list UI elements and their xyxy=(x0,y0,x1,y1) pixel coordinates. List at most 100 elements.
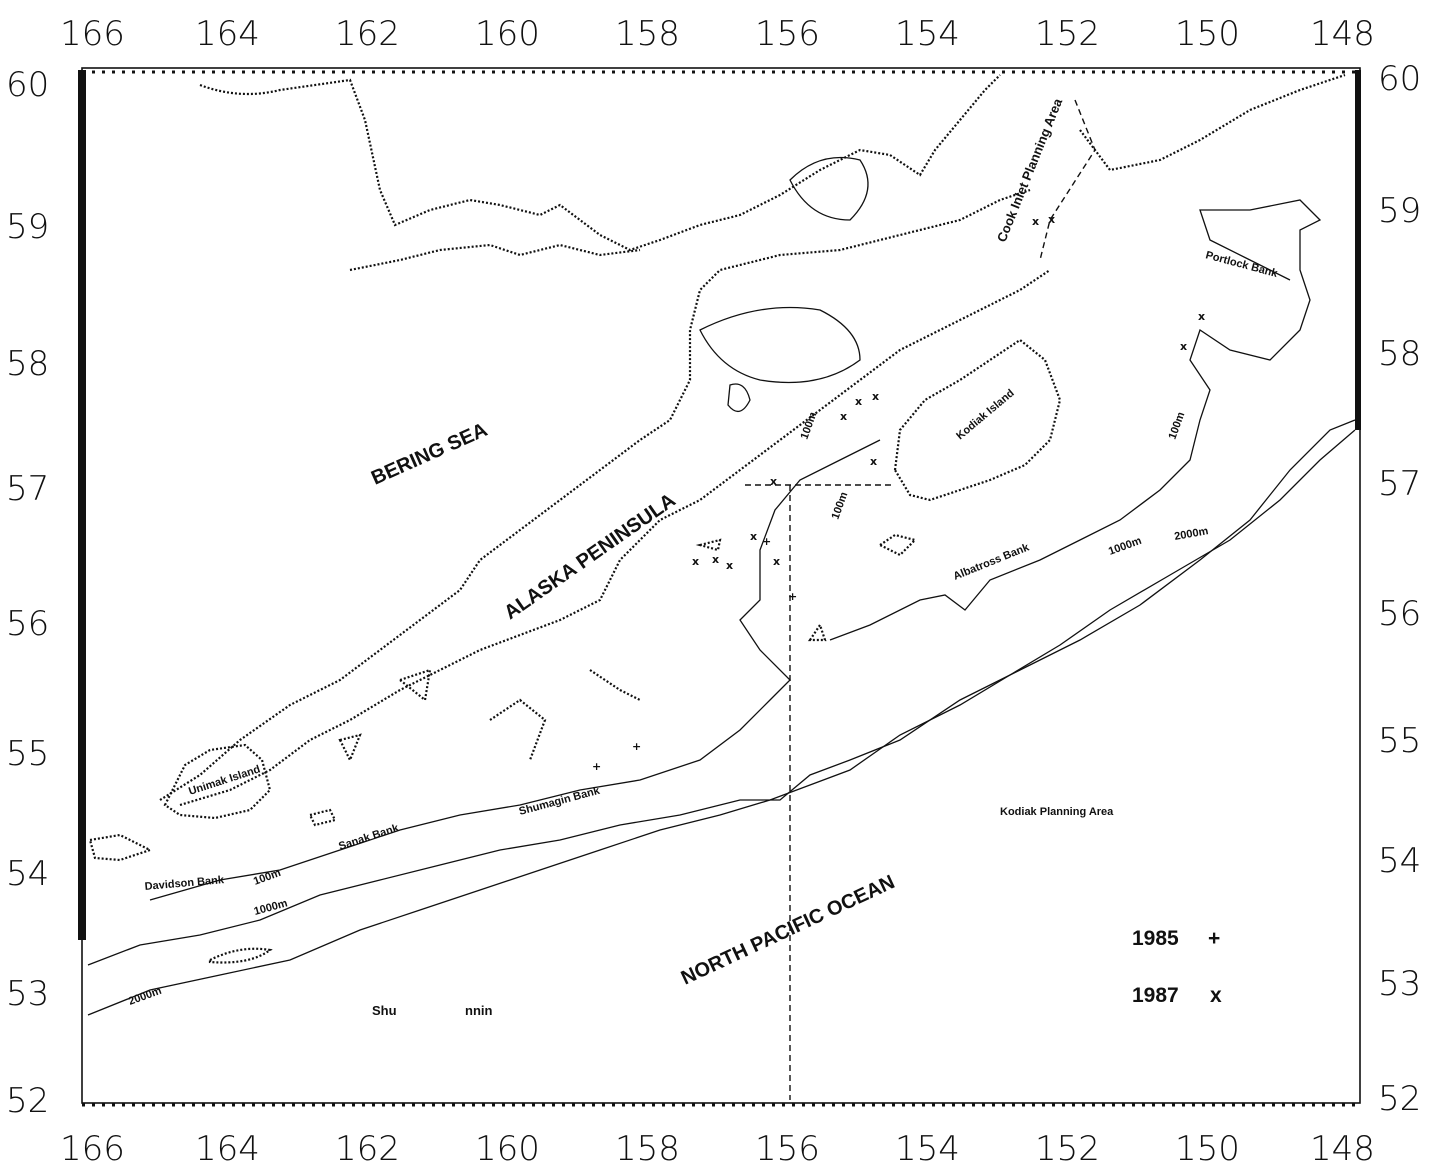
label-portlock-bank: Portlock Bank xyxy=(1204,249,1279,280)
lon-label-top: 152 xyxy=(1035,14,1100,54)
svg-text:x: x xyxy=(855,395,862,408)
lat-label-left: 57 xyxy=(6,469,49,509)
lat-label-right: 59 xyxy=(1378,191,1421,231)
label-alaska-peninsula: ALASKA PENINSULA xyxy=(500,489,679,624)
lon-label-bottom: 150 xyxy=(1175,1129,1240,1169)
contour-label-1000m: 1000m xyxy=(1107,535,1143,558)
svg-text:x: x xyxy=(750,530,757,543)
lon-label-bottom: 156 xyxy=(755,1129,820,1169)
lat-label-right: 55 xyxy=(1378,721,1421,761)
svg-text:x: x xyxy=(1032,215,1039,228)
contour-label-100m: 100m xyxy=(252,867,283,888)
contour-2000m xyxy=(87,429,1356,1016)
svg-text:x: x xyxy=(870,455,877,468)
lat-label-right: 58 xyxy=(1378,334,1421,374)
label-kodiak-planning-area: Kodiak Planning Area xyxy=(1000,806,1114,818)
legend: 1985 + 1987 x xyxy=(1132,927,1222,1007)
lat-label-left: 60 xyxy=(6,65,49,105)
bottom-longitude-labels: 166 164 162 160 158 156 154 152 150 148 xyxy=(60,1129,1375,1169)
legend-symbol-1987: x xyxy=(1210,984,1222,1007)
lon-label-top: 160 xyxy=(475,14,540,54)
legend-year-1987: 1987 xyxy=(1132,984,1179,1007)
contour-label-100m: 100m xyxy=(799,410,820,441)
label-shumagin-area-right: nnin xyxy=(465,1003,492,1018)
label-sanak-bank: Sanak Bank xyxy=(337,822,401,853)
right-latitude-labels: 60 59 58 57 56 55 54 53 52 xyxy=(1378,59,1421,1119)
label-bering-sea: BERING SEA xyxy=(368,419,491,490)
left-latitude-labels: 60 59 58 57 56 55 54 53 52 xyxy=(6,65,49,1121)
cook-inlet-boundary xyxy=(1039,99,1096,261)
svg-text:x: x xyxy=(770,475,777,488)
legend-year-1985: 1985 xyxy=(1132,927,1179,950)
svg-text:x: x xyxy=(1198,310,1205,323)
contour-100m-east xyxy=(829,199,1322,641)
mainland-coastline-2 xyxy=(349,243,641,272)
svg-text:x: x xyxy=(712,553,719,566)
label-kodiak-island: Kodiak Island xyxy=(954,387,1017,442)
lat-label-right: 56 xyxy=(1378,594,1421,634)
lon-label-top: 156 xyxy=(755,14,820,54)
svg-text:+: + xyxy=(632,740,641,753)
lon-label-bottom: 152 xyxy=(1035,1129,1100,1169)
label-shumagin-bank: Shumagin Bank xyxy=(518,785,602,818)
contour-label-2000m: 2000m xyxy=(127,985,163,1008)
lon-label-bottom: 166 xyxy=(60,1129,125,1169)
lat-label-right: 60 xyxy=(1378,59,1421,99)
lon-label-top: 158 xyxy=(615,14,680,54)
lon-label-bottom: 158 xyxy=(615,1129,680,1169)
lat-label-right: 54 xyxy=(1378,841,1421,881)
svg-text:x: x xyxy=(773,555,780,568)
label-north-pacific-ocean: NORTH PACIFIC OCEAN xyxy=(678,871,898,989)
lat-label-left: 59 xyxy=(6,207,49,247)
contour-label-100m: 100m xyxy=(1167,410,1188,441)
lon-label-bottom: 160 xyxy=(475,1129,540,1169)
unimak-island xyxy=(163,743,272,820)
lon-label-top: 162 xyxy=(335,14,400,54)
contour-100m-south xyxy=(149,439,881,901)
lat-label-right: 53 xyxy=(1378,964,1421,1004)
lat-label-left: 53 xyxy=(6,974,49,1014)
small-islands xyxy=(88,533,918,964)
label-albatross-bank: Albatross Bank xyxy=(952,541,1032,583)
right-edge-bar xyxy=(1355,70,1361,430)
label-unimak-island: Unimak Island xyxy=(187,763,262,797)
label-shumagin-area-left: Shu xyxy=(372,1003,397,1018)
lat-label-left: 54 xyxy=(6,854,49,894)
lat-label-left: 55 xyxy=(6,734,49,774)
lon-label-bottom: 148 xyxy=(1310,1129,1375,1169)
mainland-coastline xyxy=(199,73,1346,252)
svg-text:x: x xyxy=(726,559,733,572)
lat-label-left: 52 xyxy=(6,1081,49,1121)
svg-text:x: x xyxy=(1048,213,1055,226)
svg-text:x: x xyxy=(872,390,879,403)
contour-label-100m: 100m xyxy=(830,490,851,521)
lon-label-top: 150 xyxy=(1175,14,1240,54)
lon-label-bottom: 162 xyxy=(335,1129,400,1169)
lat-label-right: 57 xyxy=(1378,464,1421,504)
contour-1000m xyxy=(87,419,1356,966)
lon-label-top: 148 xyxy=(1310,14,1375,54)
lon-label-bottom: 154 xyxy=(895,1129,960,1169)
left-edge-bar xyxy=(78,70,86,940)
svg-text:+: + xyxy=(788,590,797,603)
lat-label-right: 52 xyxy=(1378,1079,1421,1119)
svg-text:+: + xyxy=(592,760,601,773)
svg-text:x: x xyxy=(1180,340,1187,353)
peninsula-south-coast xyxy=(179,269,1051,807)
svg-text:x: x xyxy=(840,410,847,423)
lon-label-top: 154 xyxy=(895,14,960,54)
contour-label-2000m: 2000m xyxy=(1173,525,1209,543)
top-longitude-labels: 166 164 162 160 158 156 154 152 150 148 xyxy=(60,14,1375,54)
peninsula-north-coast xyxy=(159,188,1031,801)
inland-lakes xyxy=(699,156,869,412)
svg-text:+: + xyxy=(762,535,771,548)
lon-label-top: 166 xyxy=(60,14,125,54)
kodiak-island xyxy=(893,338,1062,502)
survey-markers: x x x x x x x x x x x x x x + + + + xyxy=(592,213,1205,773)
lat-label-left: 58 xyxy=(6,344,49,384)
legend-symbol-1985: + xyxy=(1208,927,1220,950)
lat-label-left: 56 xyxy=(6,604,49,644)
svg-text:x: x xyxy=(692,555,699,568)
lon-label-bottom: 164 xyxy=(195,1129,260,1169)
